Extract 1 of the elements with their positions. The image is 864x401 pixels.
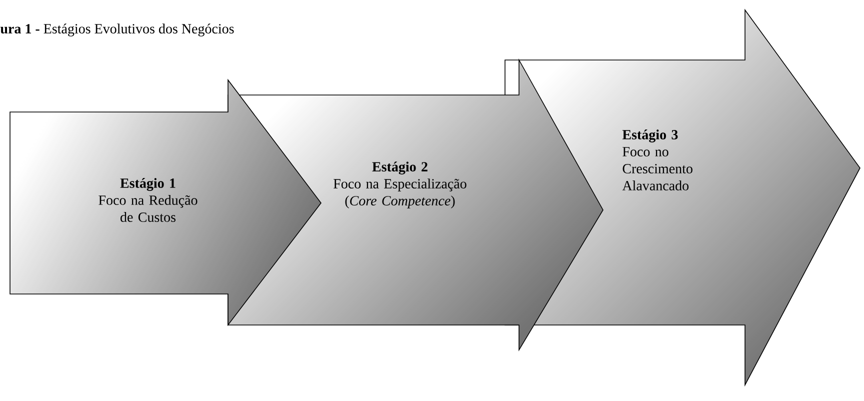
figure-title: ura 1 - Estágios Evolutivos dos Negócios <box>0 24 234 36</box>
